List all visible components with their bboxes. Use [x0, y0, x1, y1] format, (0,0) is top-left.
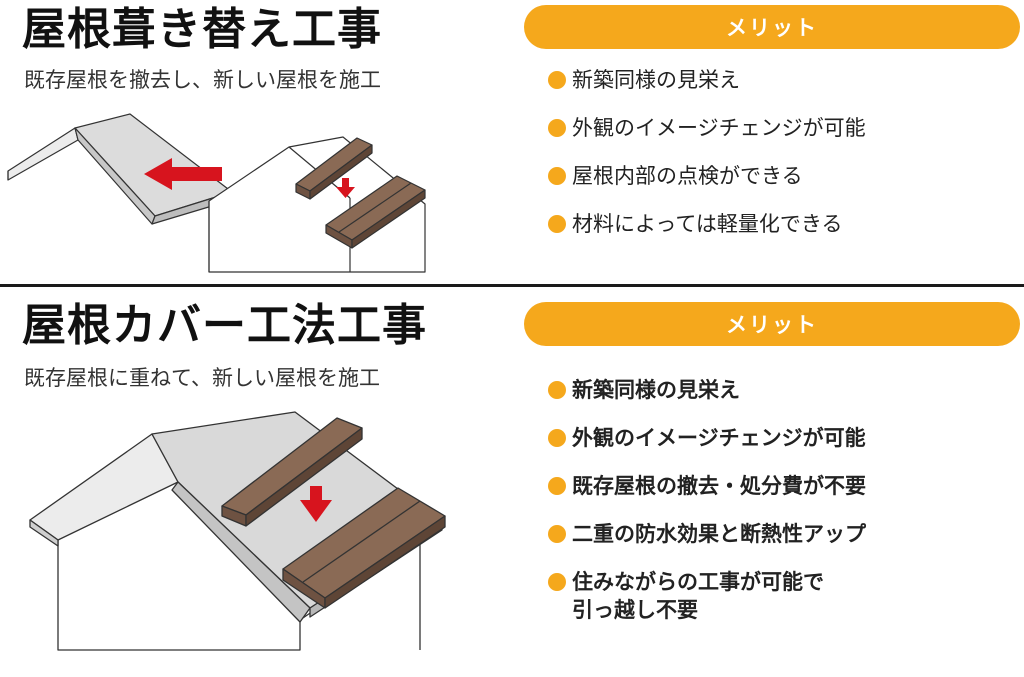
- merit-text: 屋根内部の点検ができる: [572, 164, 803, 188]
- section-subtitle: 既存屋根を撤去し、新しい屋根を施工: [24, 68, 381, 92]
- bullet-dot-icon: [548, 429, 566, 447]
- new-roof-installed: [325, 175, 426, 249]
- merit-header: メリット: [524, 302, 1020, 346]
- section-title: 屋根葺き替え工事: [22, 4, 382, 55]
- bullet-dot-icon: [548, 119, 566, 137]
- bullet-dot-icon: [548, 215, 566, 233]
- reroofing-illustration: [7, 113, 426, 273]
- arrow-down-icon: [300, 486, 332, 522]
- removed-old-roof: [7, 113, 233, 225]
- arrow-down-icon: [336, 178, 355, 198]
- merit-text: 新築同様の見栄え: [572, 68, 740, 92]
- bullet-dot-icon: [548, 381, 566, 399]
- merit-list: 新築同様の見栄え 外観のイメージチェンジが可能 既存屋根の撤去・処分費が不要 二…: [548, 376, 866, 644]
- merit-text: 既存屋根の撤去・処分費が不要: [572, 474, 866, 498]
- merit-list: 新築同様の見栄え 外観のイメージチェンジが可能 屋根内部の点検ができる 材料によ…: [548, 66, 866, 258]
- merit-header: メリット: [524, 5, 1020, 49]
- bullet-dot-icon: [548, 71, 566, 89]
- merit-item: 外観のイメージチェンジが可能: [548, 114, 866, 162]
- merit-text: 引っ越し不要: [572, 598, 698, 622]
- merit-text: 外観のイメージチェンジが可能: [572, 116, 866, 140]
- merit-item: 二重の防水効果と断熱性アップ: [548, 520, 866, 548]
- merit-text: 住みながらの工事が可能で: [572, 570, 824, 594]
- merit-item: 外観のイメージチェンジが可能: [548, 424, 866, 452]
- merit-text: 外観のイメージチェンジが可能: [572, 426, 866, 450]
- merit-text: 新築同様の見栄え: [572, 378, 740, 402]
- section-subtitle: 既存屋根に重ねて、新しい屋根を施工: [24, 366, 380, 390]
- merit-text: 材料によっては軽量化できる: [572, 212, 843, 236]
- merit-item: 屋根内部の点検ができる: [548, 162, 866, 210]
- merit-text: 二重の防水効果と断熱性アップ: [572, 522, 866, 546]
- bullet-dot-icon: [548, 167, 566, 185]
- bullet-dot-icon: [548, 477, 566, 495]
- new-roof-plank: [295, 137, 373, 200]
- section-reroofing: 屋根葺き替え工事 既存屋根を撤去し、新しい屋根を施工: [0, 0, 1024, 284]
- new-roof-installed: [282, 487, 446, 609]
- merit-item: 新築同様の見栄え: [548, 66, 866, 114]
- cover-method-illustration: [29, 411, 446, 651]
- section-title: 屋根カバー工法工事: [22, 300, 427, 351]
- section-cover-method: 屋根カバー工法工事 既存屋根に重ねて、新しい屋根を施工: [0, 288, 1024, 677]
- bullet-dot-icon: [548, 525, 566, 543]
- merit-item: 既存屋根の撤去・処分費が不要: [548, 472, 866, 500]
- merit-item: 新築同様の見栄え: [548, 376, 866, 404]
- bullet-dot-icon: [548, 573, 566, 591]
- section-divider: [0, 284, 1024, 287]
- new-roof-plank: [221, 417, 363, 527]
- arrow-left-icon: [144, 158, 222, 190]
- merit-item: 材料によっては軽量化できる: [548, 210, 866, 258]
- merit-item: 住みながらの工事が可能で 引っ越し不要: [548, 568, 866, 624]
